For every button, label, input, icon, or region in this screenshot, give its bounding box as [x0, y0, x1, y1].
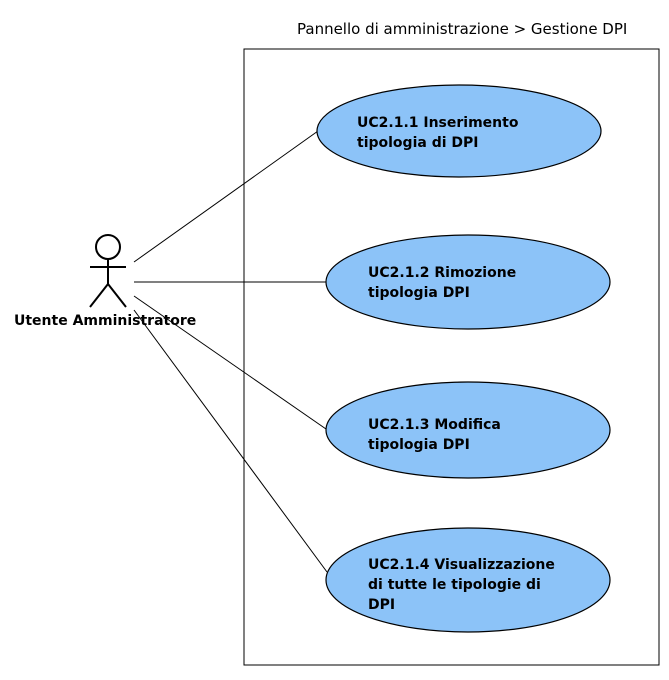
use-case-label-line: tipologia DPI [368, 437, 470, 453]
use-case-label-line: UC2.1.3 Modifica [368, 417, 501, 433]
use-case-ellipse [325, 527, 611, 633]
use-case-label-line: UC2.1.2 Rimozione [368, 265, 516, 281]
association-line [133, 130, 319, 263]
use-case-label-line: tipologia DPI [368, 285, 470, 301]
use-case-uc-2-1-4: UC2.1.4 Visualizzazione di tutte le tipo… [325, 527, 611, 633]
use-case-label-line: DPI [368, 597, 395, 613]
actor-left-leg [89, 283, 109, 308]
association-line [133, 309, 328, 573]
system-boundary [243, 48, 660, 666]
use-case-label-line: di tutte le tipologie di [368, 577, 541, 593]
actor-head [95, 234, 121, 260]
use-case-uc-2-1-1: UC2.1.1 Inserimento tipologia di DPI [316, 84, 602, 178]
actor-right-leg [107, 283, 127, 308]
system-title: Pannello di amministrazione > Gestione D… [297, 20, 627, 38]
use-case-ellipse [325, 234, 611, 330]
actor-figure [89, 234, 127, 308]
actor-label: Utente Amministratore [14, 313, 196, 329]
use-case-uc-2-1-3: UC2.1.3 Modifica tipologia DPI [325, 381, 611, 479]
use-case-ellipse [316, 84, 602, 178]
use-case-label-line: UC2.1.4 Visualizzazione [368, 557, 555, 573]
association-line [133, 295, 327, 430]
use-case-uc-2-1-2: UC2.1.2 Rimozione tipologia DPI [325, 234, 611, 330]
use-case-label-line: UC2.1.1 Inserimento [357, 115, 519, 131]
use-case-ellipse [325, 381, 611, 479]
use-case-label-line: tipologia di DPI [357, 135, 478, 151]
